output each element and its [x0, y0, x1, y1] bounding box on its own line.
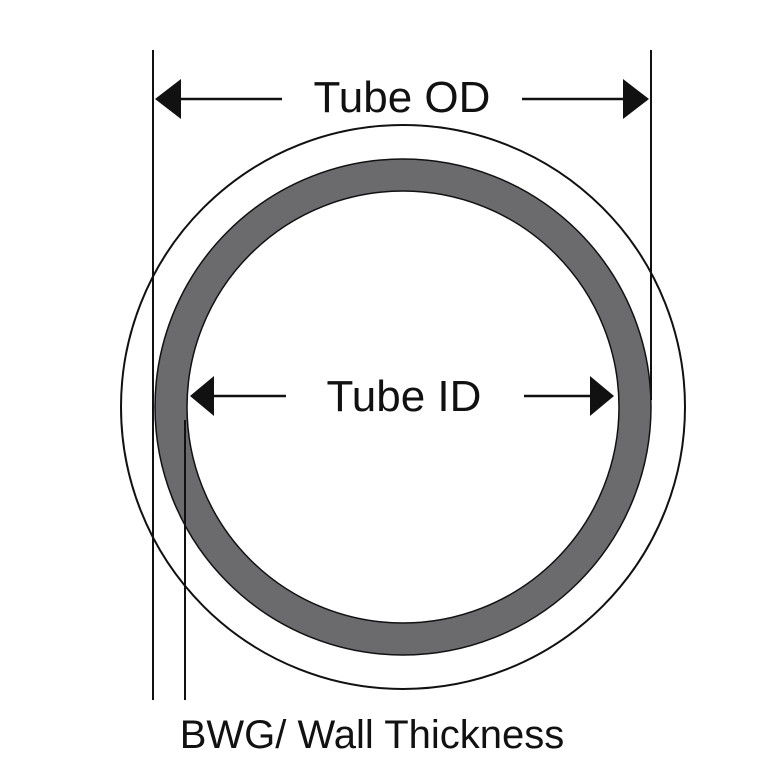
id-arrow-right-head [590, 376, 614, 416]
tube-outer-edge [154, 158, 652, 656]
wall-thickness-label: BWG/ Wall Thickness [180, 713, 565, 757]
od-arrow-right-head [623, 79, 649, 119]
id-arrow-left-head [190, 376, 214, 416]
od-arrow-left-head [155, 79, 181, 119]
tube-id-label: Tube ID [327, 372, 482, 421]
tube-wall-ring [155, 159, 651, 655]
tube-inner-edge [186, 190, 620, 624]
outer-reference-circle [120, 124, 686, 690]
tube-od-label: Tube OD [314, 73, 491, 122]
